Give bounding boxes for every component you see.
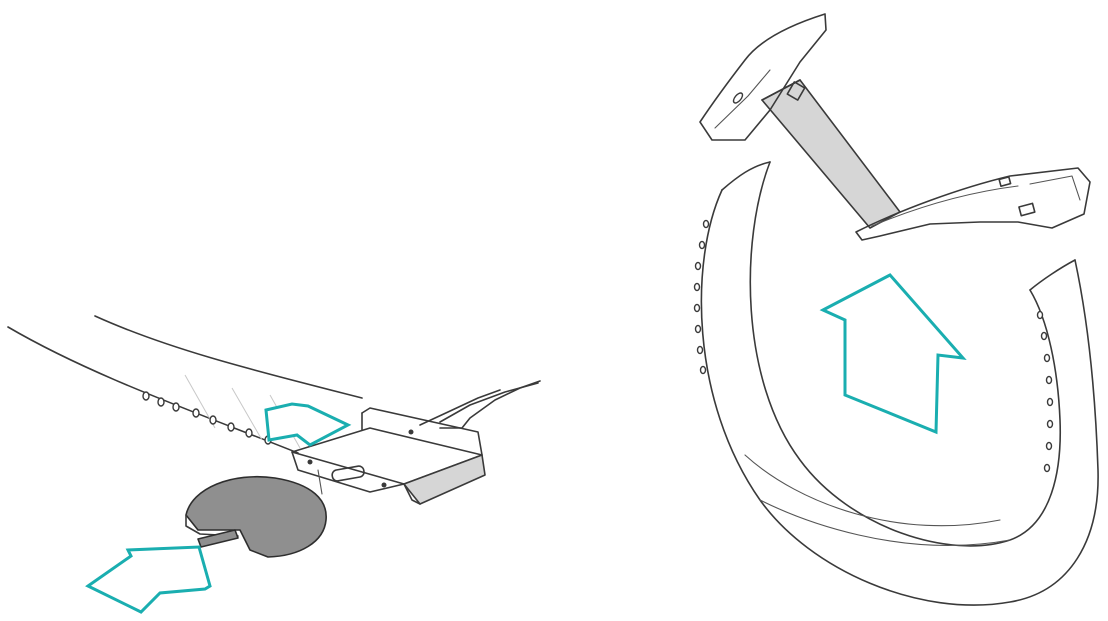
insert-direction-arrow bbox=[88, 547, 210, 612]
strap-hole bbox=[704, 221, 709, 228]
strap-hole bbox=[698, 347, 703, 354]
clasp-pin bbox=[732, 91, 744, 104]
buckle-clasp bbox=[700, 14, 1090, 240]
strap-hole bbox=[696, 326, 701, 333]
strap-hole bbox=[1045, 465, 1050, 472]
connector-tab bbox=[404, 455, 485, 504]
strap-hole bbox=[173, 403, 179, 411]
strap-hole bbox=[246, 429, 252, 437]
upward-direction-arrow bbox=[823, 275, 963, 432]
screw-icon bbox=[308, 460, 313, 465]
strap-hole bbox=[695, 284, 700, 291]
strap-hole bbox=[228, 423, 234, 431]
clasp-slot bbox=[999, 177, 1010, 186]
strap-hole bbox=[1048, 421, 1053, 428]
strap-hole bbox=[1048, 399, 1053, 406]
strap-hole bbox=[1038, 312, 1043, 319]
screw-icon bbox=[409, 430, 414, 435]
clasp-slot bbox=[1019, 203, 1035, 215]
left-panel bbox=[8, 316, 540, 612]
tool-stem bbox=[198, 530, 238, 547]
strap-hole bbox=[1047, 443, 1052, 450]
strap-hole bbox=[1042, 333, 1047, 340]
clasp-band bbox=[762, 80, 900, 228]
right-panel bbox=[695, 14, 1099, 605]
removal-tool bbox=[186, 477, 326, 557]
buckle-connector bbox=[292, 381, 540, 504]
strap-hole bbox=[1045, 355, 1050, 362]
strap-hole bbox=[143, 392, 149, 400]
strap-hole bbox=[158, 398, 164, 406]
strap-hole bbox=[700, 242, 705, 249]
strap-hole bbox=[1047, 377, 1052, 384]
strap-hole bbox=[696, 263, 701, 270]
strap-hole bbox=[701, 367, 706, 374]
screw-icon bbox=[382, 483, 387, 488]
strap-hole bbox=[695, 305, 700, 312]
strap-hole bbox=[193, 409, 199, 417]
strap-hole bbox=[210, 416, 216, 424]
